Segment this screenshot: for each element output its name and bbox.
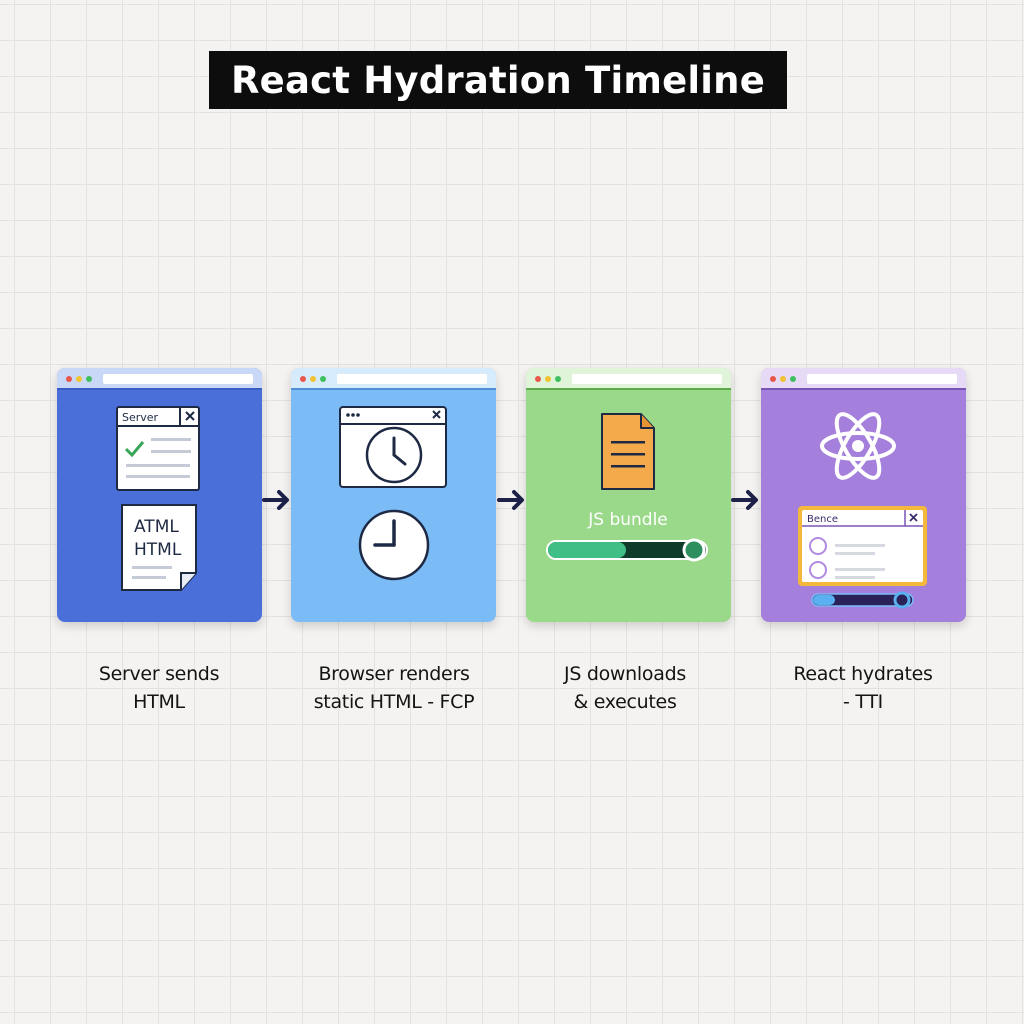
checkmark-icon	[124, 441, 145, 458]
step-caption-react: React hydrates - TTI	[793, 663, 933, 713]
browser-chrome	[526, 368, 731, 390]
hydrated-window: Bence	[798, 506, 927, 586]
arrow-right-icon	[262, 490, 289, 510]
diagram-title: React Hydration Timeline	[209, 51, 787, 109]
doc-text-line2: HTML	[134, 540, 182, 560]
bundle-label: JS bundle	[587, 510, 668, 530]
react-logo-icon	[820, 412, 896, 480]
step-caption-browser: Browser renders static HTML - FCP	[313, 663, 475, 713]
radio-option-icon	[809, 537, 827, 555]
download-progress-bar	[546, 538, 708, 562]
step-card-js: JS bundle	[526, 368, 731, 622]
hydrated-window-label: Bence	[807, 514, 838, 525]
step-card-react: Bence	[761, 368, 966, 622]
browser-chrome	[57, 368, 262, 390]
browser-chrome	[291, 368, 496, 390]
step-caption-server: Server sends HTML	[98, 663, 220, 713]
server-window-label: Server	[122, 411, 159, 424]
radio-option-icon	[809, 561, 827, 579]
hydration-progress-bar	[811, 591, 914, 609]
step-card-server: Server ATML HTML	[57, 368, 262, 622]
doc-text-line1: ATML	[134, 517, 179, 537]
browser-window-clock-icon	[339, 406, 447, 488]
step-caption-js: JS downloads & executes	[564, 663, 686, 713]
arrow-right-icon	[731, 490, 758, 510]
clock-icon	[358, 509, 430, 581]
step-card-browser	[291, 368, 496, 622]
js-file-icon	[601, 413, 655, 490]
browser-chrome	[761, 368, 966, 390]
server-window-icon: Server	[116, 406, 200, 491]
arrow-right-icon	[497, 490, 524, 510]
html-document-icon: ATML HTML	[121, 504, 197, 591]
